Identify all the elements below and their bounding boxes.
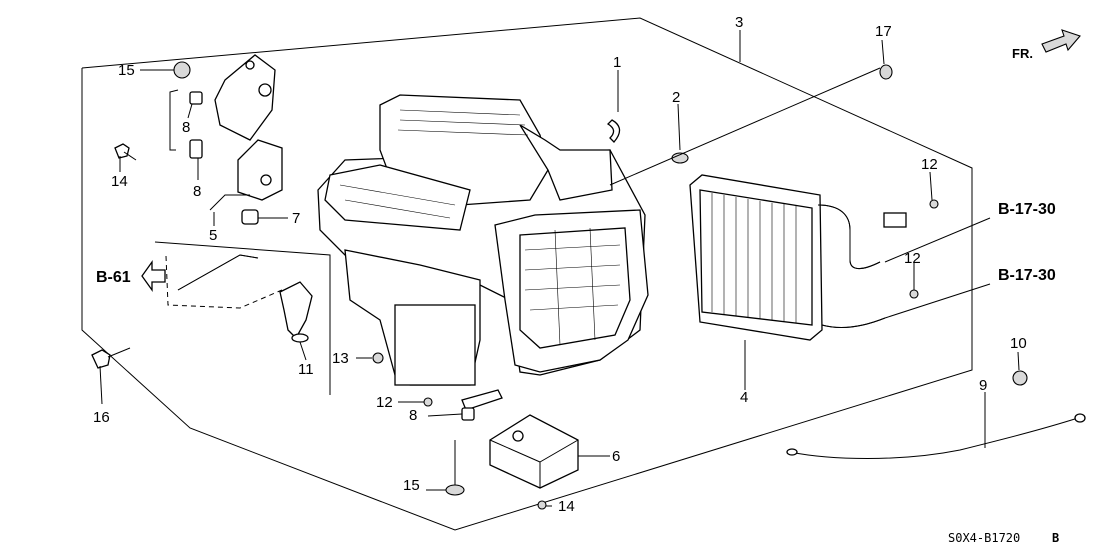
heater-unit-housing [317,94,649,386]
callout-12-middle: 12 [904,250,921,267]
aspirator-assembly [177,254,313,343]
screw-14-left [114,143,137,161]
bolt-16 [91,347,131,369]
diagram-code-suffix: B [1052,531,1059,545]
grommet-17 [879,64,893,80]
leader-lines [99,30,1020,507]
ref-b61: B-61 [96,269,131,286]
diagram-code: S0X4-B1720 [948,531,1020,545]
callout-4: 4 [740,389,748,406]
clip-8-lower [461,407,475,421]
control-rod-5 [209,194,250,211]
ref-b1730-lower: B-17-30 [998,267,1056,284]
callout-1: 1 [613,54,621,71]
b61-arrow [141,259,166,293]
clip-8-upper [189,91,203,105]
callout-9: 9 [979,377,987,394]
control-rod-upper [169,89,179,151]
clip-8-middle [189,139,203,159]
screw-12-lower [423,397,433,407]
callout-8-middle: 8 [193,183,201,200]
mode-control-motor [237,139,283,201]
callout-8-lower: 8 [409,407,417,424]
air-mix-actuator-bracket [214,54,276,141]
clip-1 [606,119,621,143]
callout-6: 6 [612,448,620,465]
clip-7 [241,209,259,225]
nut-10 [1012,370,1028,386]
callout-14-left: 14 [111,173,128,190]
front-direction-label: FR. [1012,46,1033,61]
callout-3: 3 [735,14,743,31]
ref-b1730-upper: B-17-30 [998,201,1056,218]
callout-11: 11 [298,361,314,378]
screw-15-upper [173,61,191,79]
callout-12-lower: 12 [376,394,393,411]
recirculation-control-motor [489,414,579,489]
callout-5: 5 [209,227,217,244]
assembly-boundary [81,17,973,531]
screw-13 [372,352,384,364]
callout-10: 10 [1010,335,1027,352]
evaporator-core [689,174,907,341]
screw-14-lower [537,500,547,510]
callout-12-upper: 12 [921,156,938,173]
aspirator-group-box [154,241,331,395]
callout-15-lower: 15 [403,477,420,494]
callout-17: 17 [875,23,892,40]
callout-7: 7 [292,210,300,227]
callout-15-upper: 15 [118,62,135,79]
front-direction-arrow: FR. [1012,29,1081,61]
link-lower [461,389,503,411]
screw-15-lower [445,484,465,496]
callout-8-upper: 8 [182,119,190,136]
aspirator-group-box-dashed [165,255,283,309]
callout-2: 2 [672,89,680,106]
harness-9 [786,413,1086,459]
callout-14-lower: 14 [558,498,575,515]
screw-12-middle [909,289,919,299]
callout-13: 13 [332,350,349,367]
callout-16: 16 [93,409,110,426]
screw-12-upper [929,199,939,209]
